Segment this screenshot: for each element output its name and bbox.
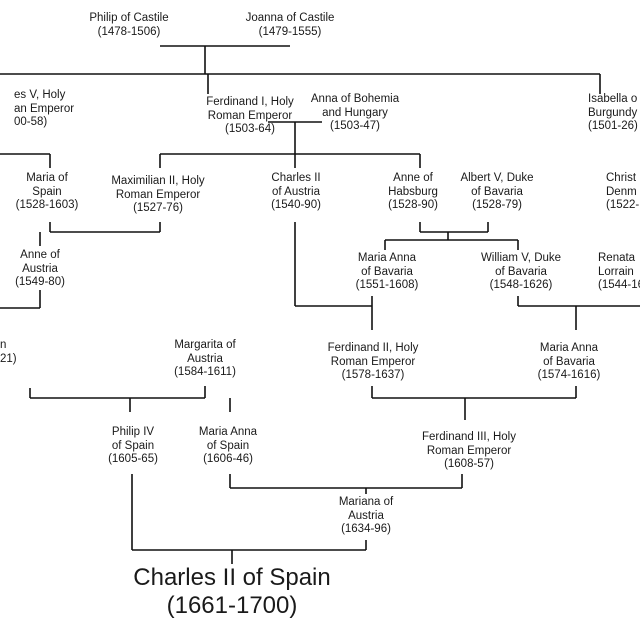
person-dates: (1503-47): [330, 120, 380, 132]
person-charles-ii-of-spain: Charles II of Spain (1661-1700): [133, 564, 330, 620]
person-maria-anna-of-bavaria-1551: Maria Anna of Bavaria (1551-1608): [356, 252, 419, 293]
person-anna-of-bohemia: Anna of Bohemia and Hungary (1503-47): [311, 93, 399, 134]
person-name: Charles II: [271, 172, 321, 184]
person-name: Charles II of Spain: [133, 564, 331, 591]
person-name: Christ: [606, 172, 637, 184]
person-name: Maximilian II, Holy: [111, 175, 205, 187]
person-name: Ferdinand II, Holy: [327, 342, 419, 354]
person-name: Anne of: [20, 249, 60, 261]
person-maria-anna-of-bavaria-1574: Maria Anna of Bavaria (1574-1616): [538, 342, 601, 383]
person-name: Maria Anna: [198, 426, 258, 438]
person-title: of Bavaria: [495, 265, 547, 278]
person-dates: (1608-57): [444, 458, 494, 470]
person-dates: (1503-64): [225, 123, 275, 135]
person-name: Albert V, Duke: [460, 172, 534, 184]
person-charles-ii-of-austria: Charles II of Austria (1540-90): [271, 172, 321, 213]
person-dates: 21): [0, 352, 17, 365]
person-dates: (1501-26): [588, 120, 638, 132]
person-philip-iv: Philip IV of Spain (1605-65): [108, 426, 158, 467]
person-title: Burgundy: [588, 106, 638, 119]
person-isabella-of-burgundy: Isabella o Burgundy (1501-26): [588, 93, 638, 134]
person-william-v: William V, Duke of Bavaria (1548-1626): [481, 252, 561, 293]
person-title: of Austria: [272, 185, 320, 198]
person-name: Anna of Bohemia: [310, 93, 400, 105]
person-dates: (1549-80): [15, 276, 65, 288]
person-name: Renata: [598, 252, 636, 264]
person-dates: (1479-1555): [258, 25, 322, 38]
person-dates: (1661-1700): [166, 592, 298, 619]
person-title: Austria: [187, 352, 223, 365]
person-left-partial: n 21): [0, 339, 17, 366]
person-name: Isabella o: [588, 93, 638, 105]
person-name: es V, Holy: [14, 89, 66, 101]
person-title: of Spain: [206, 439, 250, 452]
person-philip-of-castile: Philip of Castile (1478-1506): [89, 12, 168, 39]
person-mariana-of-austria: Mariana of Austria (1634-96): [339, 496, 393, 537]
person-ferdinand-iii: Ferdinand III, Holy Roman Emperor (1608-…: [422, 431, 516, 472]
person-dates: (1528-1603): [15, 199, 79, 211]
person-title: and Hungary: [322, 106, 388, 119]
person-dates: (1544-16: [598, 279, 640, 291]
person-ferdinand-ii: Ferdinand II, Holy Roman Emperor (1578-1…: [328, 342, 419, 383]
person-name: Joanna of Castile: [245, 12, 335, 24]
person-title: Austria: [348, 509, 384, 522]
person-dates: (1528-79): [472, 199, 522, 211]
person-title: of Bavaria: [361, 265, 413, 278]
person-albert-v: Albert V, Duke of Bavaria (1528-79): [460, 172, 533, 213]
person-title: of Bavaria: [471, 185, 523, 198]
person-name: Ferdinand III, Holy: [422, 431, 516, 443]
person-charles-v: es V, Holy an Emperor 00-58): [14, 89, 74, 130]
person-name: Maria of: [26, 172, 68, 184]
person-title: Denm: [606, 185, 637, 198]
person-title: Roman Emperor: [115, 188, 201, 201]
person-dates: (1551-1608): [355, 279, 419, 291]
person-title: of Spain: [111, 439, 155, 452]
person-maximilian-ii: Maximilian II, Holy Roman Emperor (1527-…: [111, 175, 204, 216]
person-dates: (1584-1611): [174, 366, 236, 378]
person-title: Habsburg: [388, 185, 438, 198]
person-dates: (1527-76): [133, 202, 183, 214]
person-name: Philip of Castile: [89, 12, 169, 24]
person-name: Maria Anna: [539, 342, 599, 354]
person-anne-of-habsburg: Anne of Habsburg (1528-90): [388, 172, 438, 213]
person-title: of Bavaria: [543, 355, 595, 368]
person-renata-of-lorraine: Renata Lorrain (1544-16: [598, 252, 640, 293]
person-dates: (1548-1626): [489, 279, 553, 291]
person-title: Austria: [22, 262, 58, 275]
person-dates: (1528-90): [388, 199, 438, 211]
person-maria-of-spain: Maria of Spain (1528-1603): [16, 172, 79, 213]
person-title: Spain: [32, 185, 62, 198]
person-margarita-of-austria: Margarita of Austria (1584-1611): [174, 339, 236, 380]
person-dates: (1522-: [606, 199, 640, 211]
person-anne-of-austria: Anne of Austria (1549-80): [15, 249, 65, 290]
person-dates: (1605-65): [108, 453, 158, 465]
person-name: William V, Duke: [480, 252, 562, 264]
person-name: Ferdinand I, Holy: [206, 96, 294, 108]
person-christina-of-denmark: Christ Denm (1522-: [606, 172, 639, 213]
person-dates: (1478-1506): [97, 25, 161, 38]
person-name: Mariana of: [338, 496, 394, 508]
person-dates: (1574-1616): [537, 369, 601, 381]
person-ferdinand-i: Ferdinand I, Holy Roman Emperor (1503-64…: [206, 96, 294, 137]
person-joanna-of-castile: Joanna of Castile (1479-1555): [246, 12, 335, 39]
person-maria-anna-of-spain: Maria Anna of Spain (1606-46): [199, 426, 257, 467]
person-title: Roman Emperor: [207, 109, 293, 122]
person-title: an Emperor: [14, 102, 75, 115]
person-title: Lorrain: [598, 265, 634, 278]
person-dates: 00-58): [14, 116, 48, 128]
person-dates: (1606-46): [203, 453, 253, 465]
person-title: Roman Emperor: [330, 355, 416, 368]
person-dates: (1578-1637): [341, 369, 405, 381]
person-name: Philip IV: [111, 426, 155, 438]
person-dates: (1540-90): [271, 199, 321, 211]
person-name: Anne of: [393, 172, 433, 184]
person-name: Margarita of: [174, 339, 236, 351]
person-title: n: [0, 339, 7, 351]
person-name: Maria Anna: [357, 252, 417, 264]
person-dates: (1634-96): [341, 523, 391, 535]
person-title: Roman Emperor: [426, 444, 512, 457]
